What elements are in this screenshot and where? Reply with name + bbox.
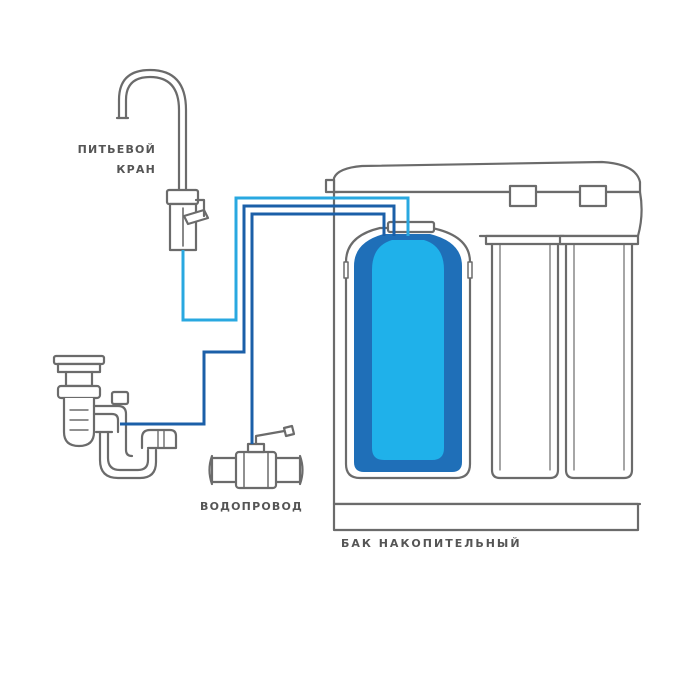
storage-tank-label: БАК НАКОПИТЕЛЬНЫЙ <box>341 537 522 550</box>
faucet-label-line2: КРАН <box>116 163 156 176</box>
water-pipes <box>120 196 410 444</box>
storage-tank-icon <box>354 234 462 472</box>
faucet-label-line1: ПИТЬЕВОЙ <box>77 143 156 156</box>
water-supply-label: ВОДОПРОВОД <box>200 500 304 513</box>
faucet-label: ПИТЬЕВОЙ КРАН <box>60 140 156 180</box>
sink-siphon-icon <box>52 354 178 480</box>
water-supply-valve-icon <box>208 424 304 490</box>
